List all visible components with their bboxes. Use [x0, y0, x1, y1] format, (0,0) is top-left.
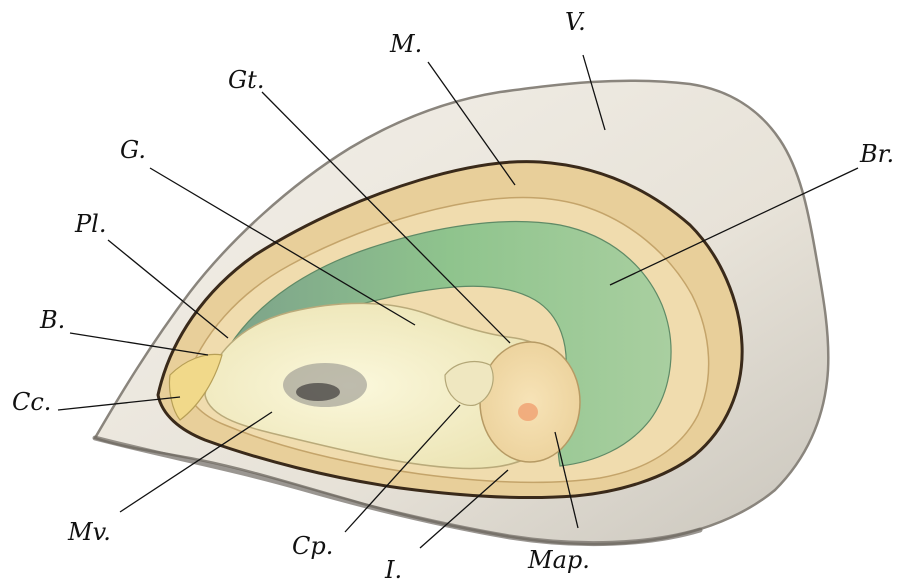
label-cp: Cp.: [292, 532, 333, 560]
adductor-muscle: [480, 342, 580, 462]
label-cc: Cc.: [12, 388, 51, 416]
label-pl: Pl.: [74, 210, 106, 238]
label-gt: Gt.: [228, 66, 264, 94]
label-v: V.: [565, 8, 586, 36]
label-b: B.: [39, 306, 65, 334]
label-br: Br.: [859, 140, 894, 168]
label-map: Map.: [527, 546, 590, 574]
label-g: G.: [120, 136, 146, 164]
label-m: M.: [389, 30, 422, 58]
liver-patch-dark: [296, 383, 340, 401]
adductor-muscle-spot: [518, 403, 538, 421]
label-i: I.: [384, 556, 402, 583]
label-mv: Mv.: [67, 518, 111, 546]
